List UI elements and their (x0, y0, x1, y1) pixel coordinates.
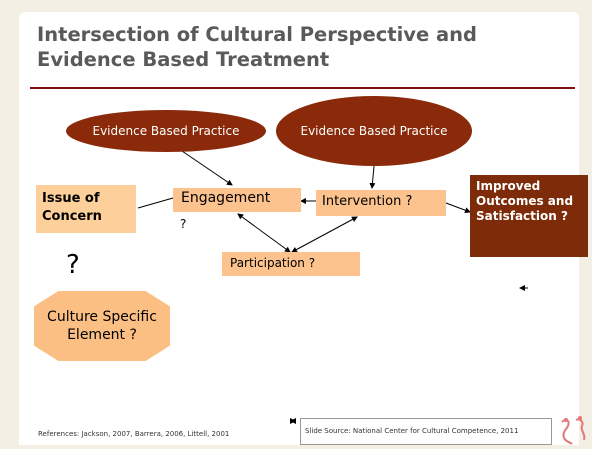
arrow-oval-left-to-engagement (181, 150, 233, 186)
arrow-engagement-participation (237, 213, 291, 253)
engagement-question-mark: ? (180, 217, 187, 231)
oval-left-label: Evidence Based Practice (92, 124, 240, 138)
evidence-based-practice-oval-left: Evidence Based Practice (66, 110, 266, 152)
issue-of-concern-box: Issue of Concern (36, 185, 136, 233)
slide-source-box: Slide Source: National Center for Cultur… (300, 418, 552, 445)
large-question-mark: ? (66, 250, 80, 280)
arrow-intervention-participation (291, 216, 358, 253)
slide-title: Intersection of Cultural Perspective and… (37, 23, 477, 71)
intervention-box: Intervention ? (316, 190, 446, 216)
arrow-intervention-to-outcomes (445, 202, 471, 214)
arrow-oval-right-to-intervention (369, 165, 376, 189)
participation-box: Participation ? (222, 252, 360, 276)
references-text: References: Jackson, 2007, Barrera, 2006… (38, 430, 230, 438)
culture-element-label: Culture Specific Element ? (47, 309, 157, 343)
ncc-logo-icon (556, 414, 592, 445)
title-divider (30, 87, 575, 89)
evidence-based-practice-oval-right: Evidence Based Practice (276, 96, 472, 166)
improved-outcomes-box: Improved Outcomes and Satisfaction ? (470, 175, 588, 257)
culture-specific-element-octagon: Culture Specific Element ? (34, 291, 170, 361)
oval-right-label: Evidence Based Practice (300, 124, 448, 138)
engagement-box: Engagement (173, 188, 301, 212)
line-issue-to-engagement (137, 197, 174, 209)
slide-source-text: Slide Source: National Center for Cultur… (305, 427, 519, 435)
